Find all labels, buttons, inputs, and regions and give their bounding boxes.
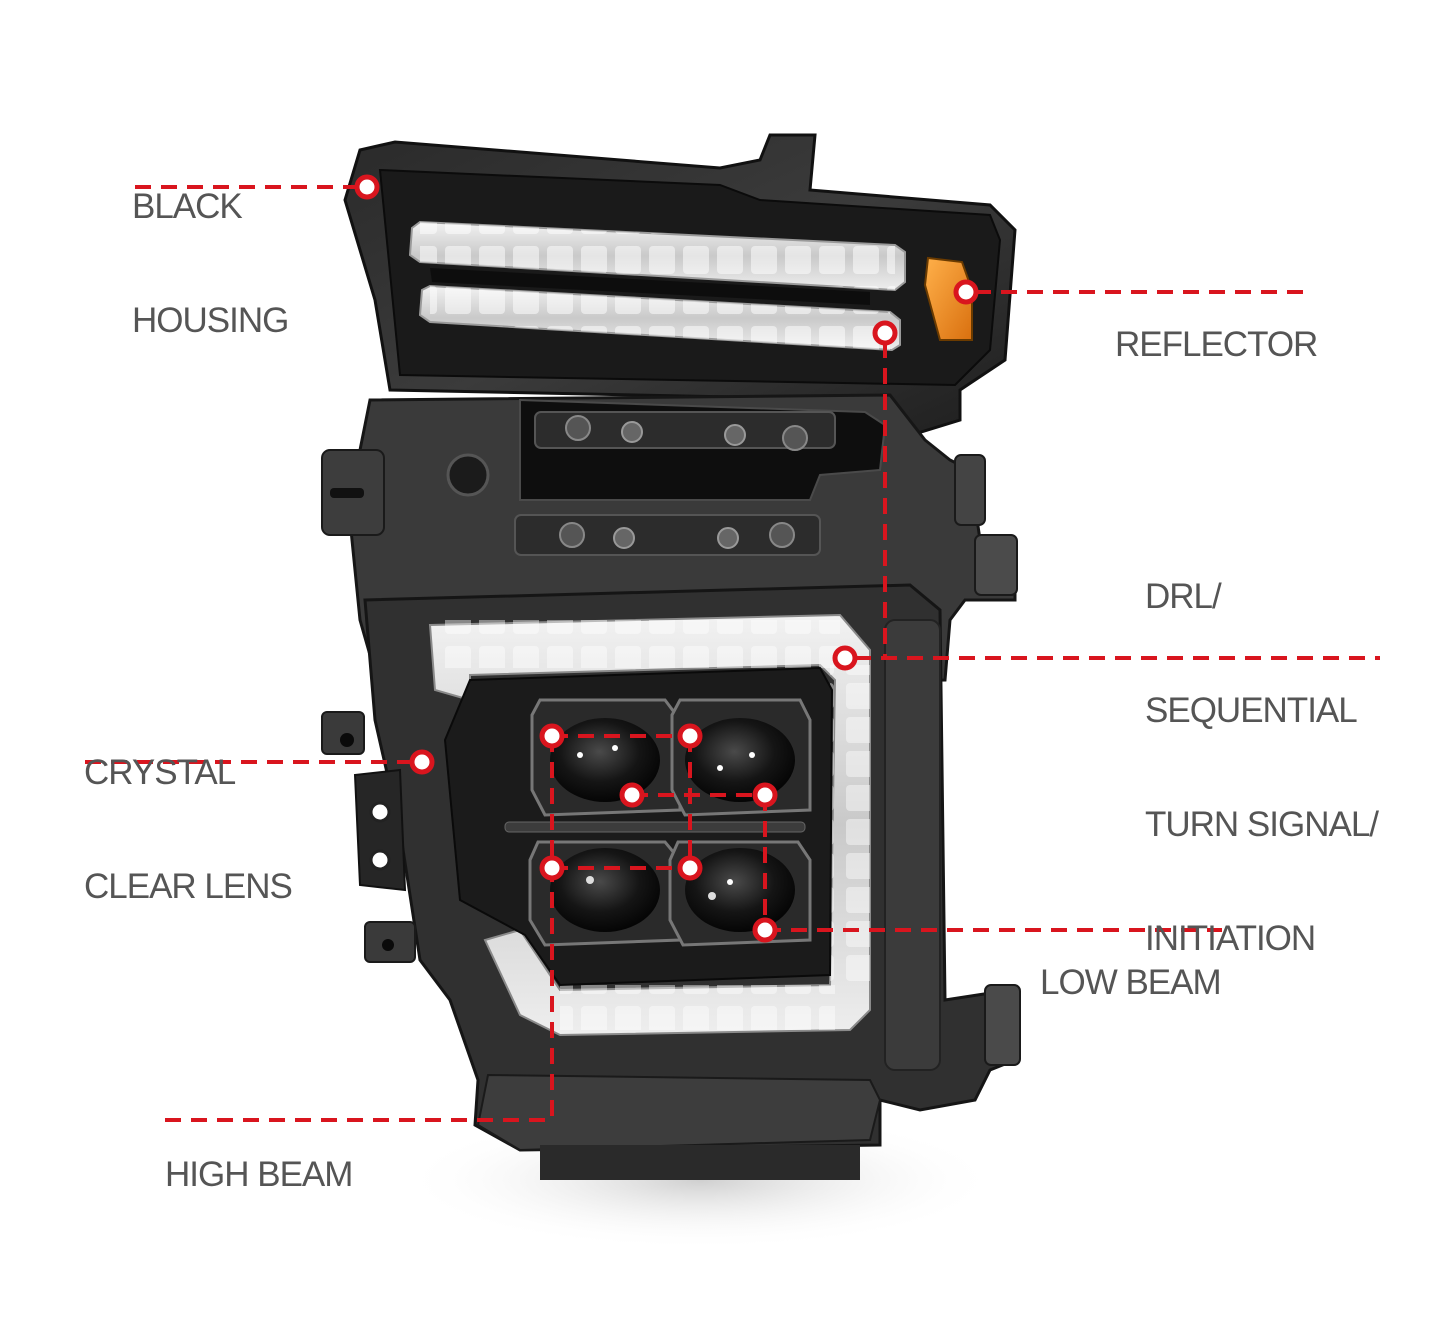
label-line: HOUSING (132, 301, 289, 340)
amber-reflector (923, 256, 973, 341)
dot-drl-upper (872, 320, 898, 346)
projector-top-left (530, 698, 682, 817)
label-black-housing: BLACK HOUSING (132, 112, 289, 416)
label-line: HIGH BEAM (165, 1155, 353, 1194)
dot-crystal-clear-lens (409, 749, 435, 775)
label-line: LOW BEAM (1040, 963, 1222, 1002)
bottom-chin (476, 1073, 882, 1152)
label-line: BLACK (132, 187, 243, 226)
callout-dots (354, 174, 979, 943)
left-bracket-upper (321, 711, 365, 755)
dot-low-beam-2 (752, 782, 778, 808)
label-reflector: REFLECTOR (1115, 250, 1318, 440)
label-line: CRYSTAL (84, 753, 236, 792)
dot-high-beam-3 (539, 855, 565, 881)
dot-drl-lower (832, 645, 858, 671)
label-line: DRL/ (1145, 577, 1222, 616)
dot-high-beam-4 (677, 855, 703, 881)
label-line: TURN SIGNAL/ (1145, 805, 1379, 844)
label-crystal-clear-lens: CRYSTAL CLEAR LENS (84, 678, 293, 982)
dot-high-beam-1 (539, 723, 565, 749)
dot-high-beam-2 (677, 723, 703, 749)
left-bracket-middle (353, 768, 407, 892)
label-line: SEQUENTIAL (1145, 691, 1358, 730)
dot-black-housing (354, 174, 380, 200)
projector-bottom-right (668, 840, 812, 947)
label-line: CLEAR LENS (84, 867, 293, 906)
label-line: INITIATION (1145, 919, 1316, 958)
projector-top-right (670, 698, 812, 817)
dot-low-beam-1 (619, 782, 645, 808)
dot-low-beam-3 (752, 917, 778, 943)
label-low-beam: LOW BEAM (1040, 888, 1222, 1078)
label-high-beam: HIGH BEAM (165, 1080, 353, 1270)
callout-lines (85, 185, 1380, 1122)
dot-reflector (953, 279, 979, 305)
label-drl-sequential-turn-signal: DRL/ SEQUENTIAL TURN SIGNAL/ INITIATION (1145, 502, 1379, 1034)
label-line: REFLECTOR (1115, 325, 1318, 364)
